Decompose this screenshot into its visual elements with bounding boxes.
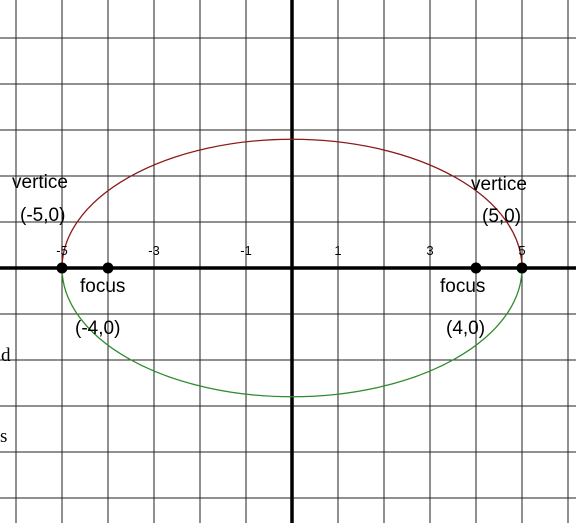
left-focus-coord: (-4,0) [75, 318, 120, 339]
ellipse-upper-half [61, 138, 523, 269]
side-text-d: d [1, 345, 11, 366]
ellipse-lower-half [61, 267, 523, 398]
right-focus-point [470, 262, 482, 274]
tick-label: -1 [240, 243, 252, 258]
left-focus-label: focus [80, 276, 125, 297]
left-vertex-coord: (-5,0) [20, 205, 65, 226]
left-focus-point [102, 262, 114, 274]
tick-label: 5 [518, 243, 525, 258]
tick-label: 3 [426, 243, 433, 258]
tick-labels: -5 -3 -1 1 3 5 [56, 243, 525, 258]
right-focus-coord: (4,0) [446, 318, 485, 339]
ellipse [61, 138, 523, 398]
points [56, 262, 528, 274]
right-vertex-label: vertice [471, 174, 527, 195]
side-text-s: s [0, 426, 7, 447]
tick-label: -5 [56, 243, 68, 258]
right-vertex-coord: (5,0) [482, 206, 521, 227]
tick-label: -3 [148, 243, 160, 258]
left-vertex-label: vertice [12, 172, 68, 193]
tick-label: 1 [334, 243, 341, 258]
right-vertex-point [516, 262, 528, 274]
right-focus-label: focus [440, 276, 485, 297]
left-vertex-point [56, 262, 68, 274]
